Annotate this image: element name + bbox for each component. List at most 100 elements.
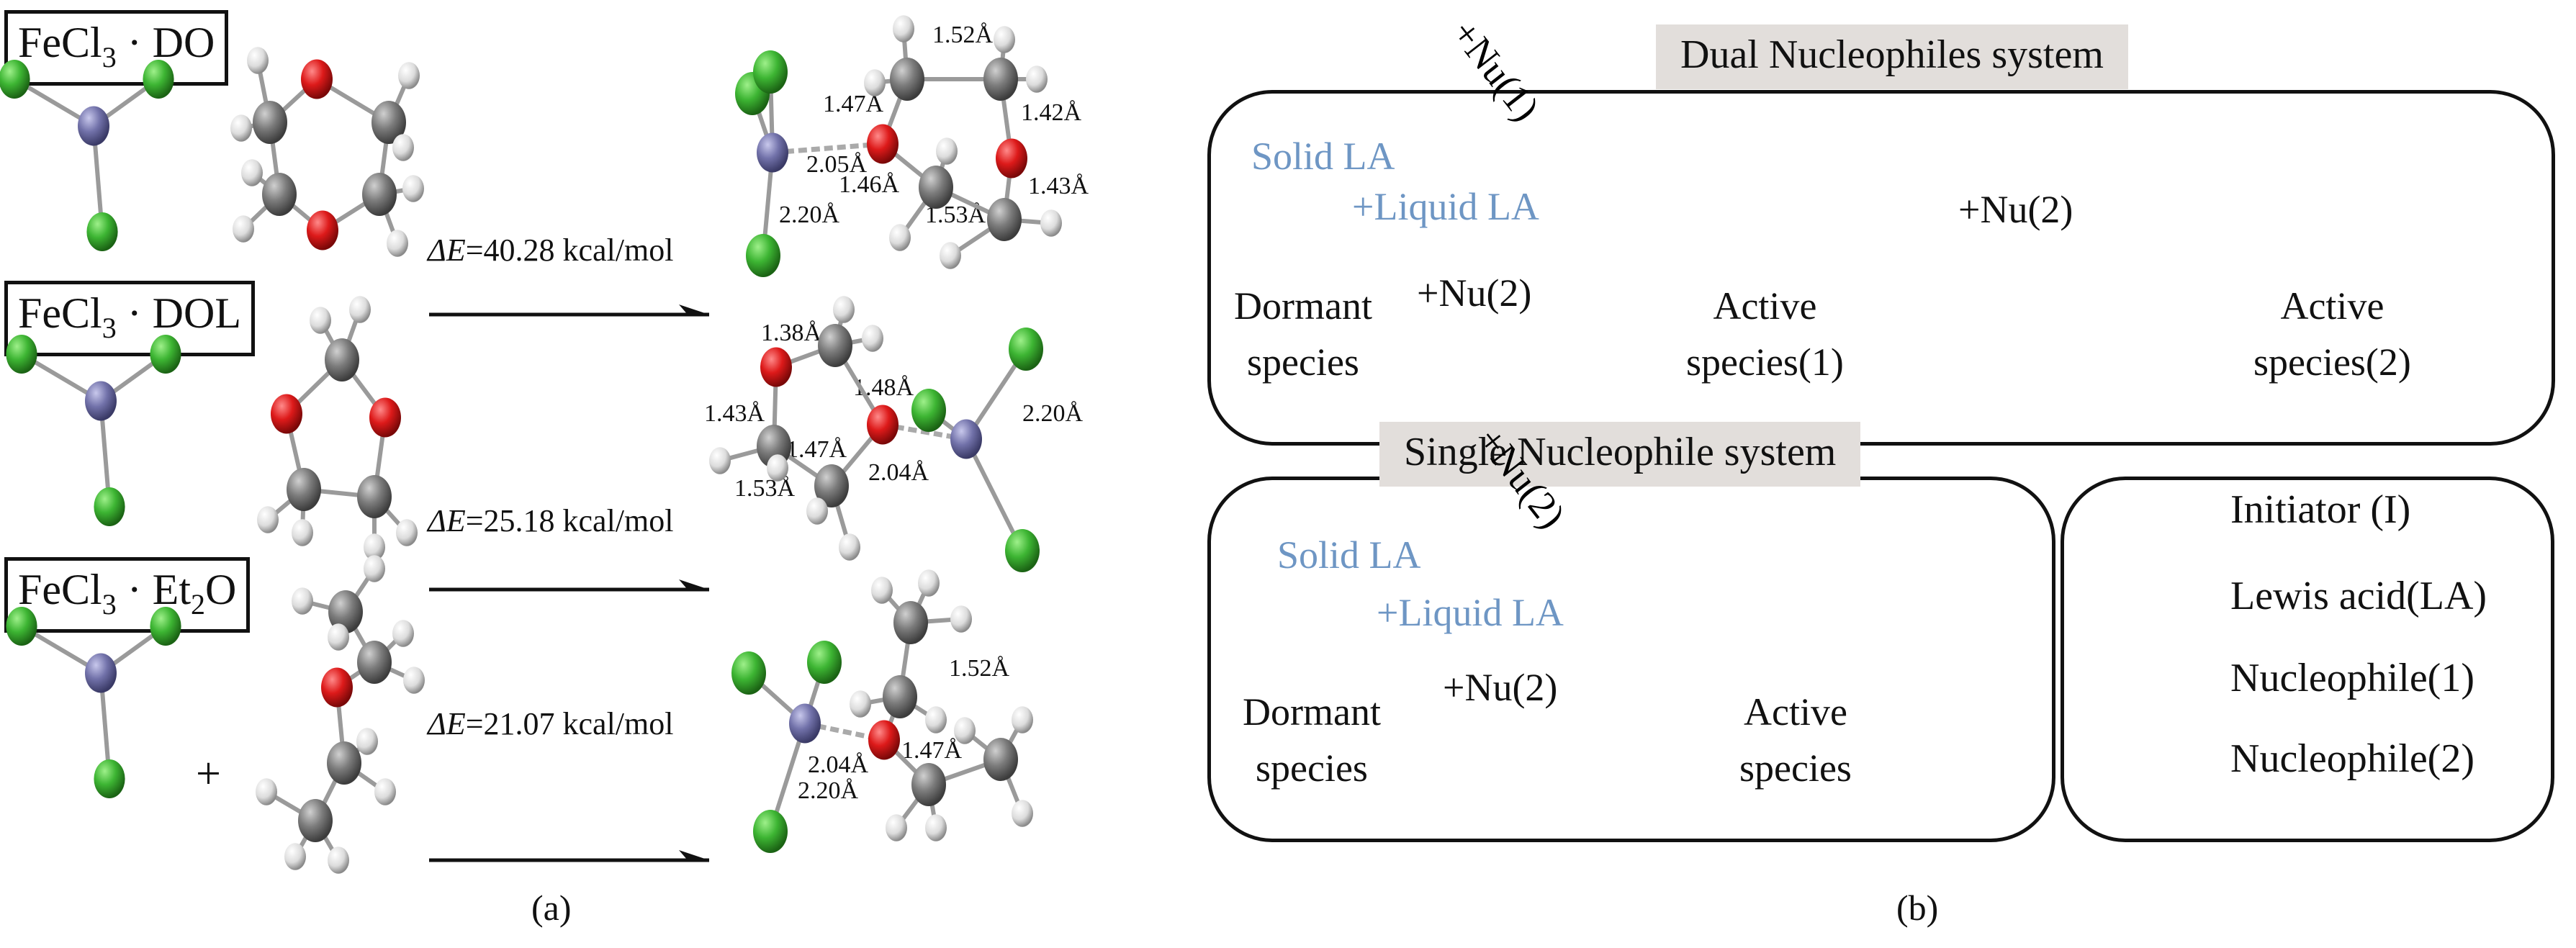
carbon-atom [357, 641, 392, 684]
active-species2-label: Active species(2) [2253, 278, 2411, 391]
species-line: species(2) [2253, 340, 2411, 384]
hydrogen-atom [864, 69, 886, 96]
iron-atom [789, 703, 821, 744]
hydrogen-atom [349, 296, 371, 323]
iron-atom [78, 106, 109, 146]
hydrogen-atom [1012, 706, 1033, 733]
chlorine-atom [753, 810, 788, 853]
hydrogen-atom [918, 569, 940, 597]
bond-length-label: 2.05Å [806, 151, 868, 178]
legend-initiator-label: Initiator (I) [2230, 487, 2411, 532]
hydrogen-atom [1026, 66, 1048, 93]
carbon-atom [818, 324, 852, 367]
single-curved-nu2-label: +Nu(2) [1469, 419, 1574, 536]
hydrogen-atom [284, 843, 306, 870]
bond-length-label: 1.47Å [786, 436, 847, 463]
oxygen-atom [321, 667, 353, 708]
oxygen-atom [307, 210, 338, 250]
chlorine-atom [6, 335, 37, 374]
species-line: Active [2280, 284, 2384, 328]
hydrogen-atom [767, 454, 788, 482]
oxygen-atom [867, 405, 899, 445]
chlorine-atom [731, 651, 766, 695]
carbon-atom [298, 799, 333, 842]
bond-length-label: 1.52Å [949, 655, 1010, 682]
molecule [230, 47, 424, 257]
complex-title-et2o: FeCl3 · Et2O [4, 557, 251, 633]
hydrogen-atom [364, 555, 385, 582]
single-system-title: Single Nucleophile system [1379, 422, 1861, 487]
complex-title-do: FeCl3 · DO [4, 10, 229, 86]
chlorine-atom [1005, 529, 1040, 572]
hydrogen-atom [862, 325, 883, 352]
molecule-group [0, 15, 1062, 874]
chlorine-atom [143, 60, 174, 99]
chlorine-atom [94, 759, 125, 798]
hydrogen-atom [396, 519, 418, 546]
oxygen-atom [271, 394, 302, 434]
formula-text: FeCl [18, 566, 102, 613]
hydrogen-atom [839, 533, 860, 561]
formula-subscript: 2 [191, 588, 206, 620]
hydrogen-atom [889, 224, 911, 251]
carbon-atom [362, 173, 397, 216]
hydrogen-atom [402, 175, 424, 202]
hydrogen-atom [806, 497, 828, 525]
chlorine-atom [6, 607, 37, 646]
delta-e-value: =21.07 kcal/mol [465, 706, 674, 741]
molecule [257, 296, 418, 561]
chlorine-atom [0, 60, 30, 99]
oxygen-atom [301, 59, 333, 99]
legend-lewis-acid-label: Lewis acid(LA) [2230, 574, 2487, 618]
hydrogen-atom [886, 814, 907, 841]
chlorine-atom [94, 487, 125, 526]
carbon-atom [890, 58, 924, 101]
bond-length-label: 1.42Å [1021, 99, 1082, 126]
reverse-nu2-label: +Nu(2) [1417, 271, 1532, 315]
delta-e-symbol: ΔE [428, 706, 466, 741]
hydrogen-atom [257, 506, 279, 533]
carbon-atom [357, 475, 392, 518]
panel-b-caption: (b) [1896, 888, 1939, 928]
hydrogen-atom [392, 134, 414, 161]
formula-text: O [205, 566, 237, 613]
hydrogen-atom [356, 728, 378, 755]
hydrogen-atom [230, 114, 252, 142]
panel-a-caption: (a) [531, 888, 572, 928]
hydrogen-atom [387, 230, 408, 257]
bond-length-label: 1.43Å [704, 400, 765, 427]
formula-subscript: 3 [102, 312, 117, 344]
molecule [709, 296, 1043, 572]
chlorine-atom [753, 50, 788, 94]
hydrogen-atom [233, 215, 254, 243]
hydrogen-atom [1012, 800, 1033, 827]
hydrogen-atom [392, 620, 414, 647]
carbon-atom [911, 763, 946, 806]
hydrogen-atom [292, 587, 313, 615]
delta-e-label: ΔE=21.07 kcal/mol [428, 705, 673, 742]
reverse-nu2-label: +Nu(2) [1443, 666, 1558, 709]
species-line: Dormant [1243, 690, 1381, 733]
species-line: Dormant [1234, 284, 1372, 328]
legend-panel [2061, 477, 2554, 842]
bond-length-label: 1.46Å [839, 171, 900, 198]
single-nucleophile-panel [1207, 477, 2055, 842]
oxygen-atom [867, 124, 899, 164]
coordination-bond [772, 141, 883, 155]
bond-stick [964, 438, 1024, 552]
formula-subscript: 3 [102, 588, 117, 620]
carbon-atom [287, 468, 321, 511]
hydrogen-atom [893, 15, 914, 42]
molecule [731, 569, 1033, 853]
carbon-atom [883, 675, 917, 718]
hydrogen-atom [328, 623, 349, 651]
molecule [6, 607, 181, 798]
iron-atom [85, 653, 117, 693]
formula-text: · DOL [116, 289, 241, 337]
hydrogen-atom [364, 533, 385, 561]
oxygen-atom [868, 720, 900, 760]
